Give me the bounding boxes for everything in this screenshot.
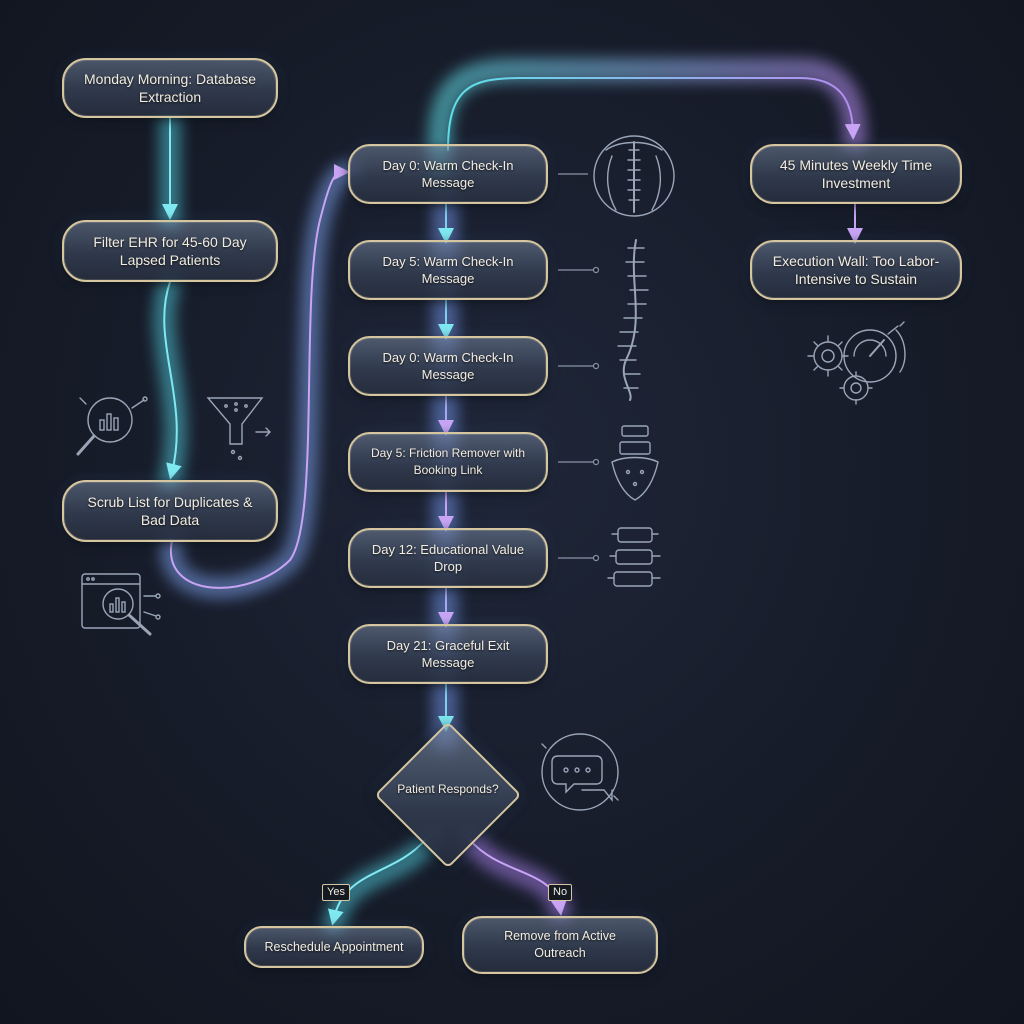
back-torso-icon — [593, 135, 675, 217]
vertebrae-icon — [607, 527, 661, 587]
analytics-magnifier-icon — [76, 396, 148, 456]
node-filter-ehr[interactable]: Filter EHR for 45-60 Day Lapsed Patients — [62, 220, 278, 282]
flow-lines — [162, 77, 863, 926]
chat-cycle-icon — [541, 733, 619, 811]
node-monday-extraction[interactable]: Monday Morning: Database Extraction — [62, 58, 278, 118]
node-execution-wall[interactable]: Execution Wall: Too Labor- Intensive to … — [750, 240, 962, 300]
node-day5-warm-checkin[interactable]: Day 5: Warm Check-In Message — [348, 240, 548, 300]
node-day12-educational[interactable]: Day 12: Educational Value Drop — [348, 528, 548, 588]
node-weekly-time[interactable]: 45 Minutes Weekly Time Investment — [750, 144, 962, 204]
node-day5-friction-remover[interactable]: Day 5: Friction Remover with Booking Lin… — [348, 432, 548, 492]
spine-column-icon — [617, 239, 649, 401]
branch-yes-label: Yes — [322, 884, 350, 901]
dashboard-search-icon — [81, 573, 161, 636]
decision-label: Patient Responds? — [397, 782, 499, 796]
branch-no-label: No — [548, 884, 573, 901]
node-remove-outreach[interactable]: Remove from Active Outreach — [462, 916, 658, 974]
gears-gauge-icon — [807, 321, 906, 405]
filter-funnel-icon — [206, 397, 271, 461]
node-day0-warm-checkin[interactable]: Day 0: Warm Check-In Message — [348, 144, 548, 204]
node-day21-graceful-exit[interactable]: Day 21: Graceful Exit Message — [348, 624, 548, 684]
node-day0-warm-checkin-2[interactable]: Day 0: Warm Check-In Message — [348, 336, 548, 396]
node-scrub-list[interactable]: Scrub List for Duplicates & Bad Data — [62, 480, 278, 542]
icon-connectors — [558, 173, 600, 562]
pelvis-vertebra-icon — [611, 425, 659, 501]
node-reschedule[interactable]: Reschedule Appointment — [244, 926, 424, 968]
